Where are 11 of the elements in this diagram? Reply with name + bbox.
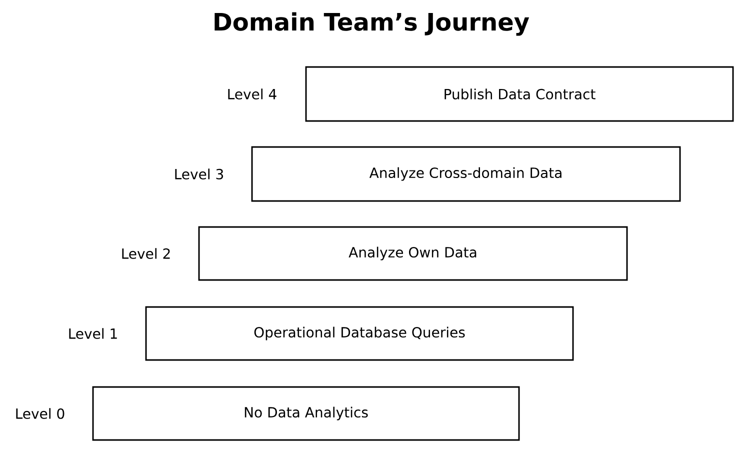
level-label: Level 0: [16, 408, 64, 419]
level-box: No Data Analytics: [92, 386, 520, 441]
title: Domain Team’s Journey: [214, 12, 530, 36]
level-box: Analyze Own Data: [198, 226, 628, 281]
level-box: Publish Data Contract: [305, 66, 734, 122]
level-label: Level 3: [175, 168, 224, 180]
level-label: Level 1: [69, 328, 117, 339]
level-label: Level 4: [228, 88, 276, 100]
level-label: Level 2: [122, 248, 170, 259]
level-box: Operational Database Queries: [145, 306, 574, 361]
level-box: Analyze Cross-domain Data: [251, 146, 681, 202]
